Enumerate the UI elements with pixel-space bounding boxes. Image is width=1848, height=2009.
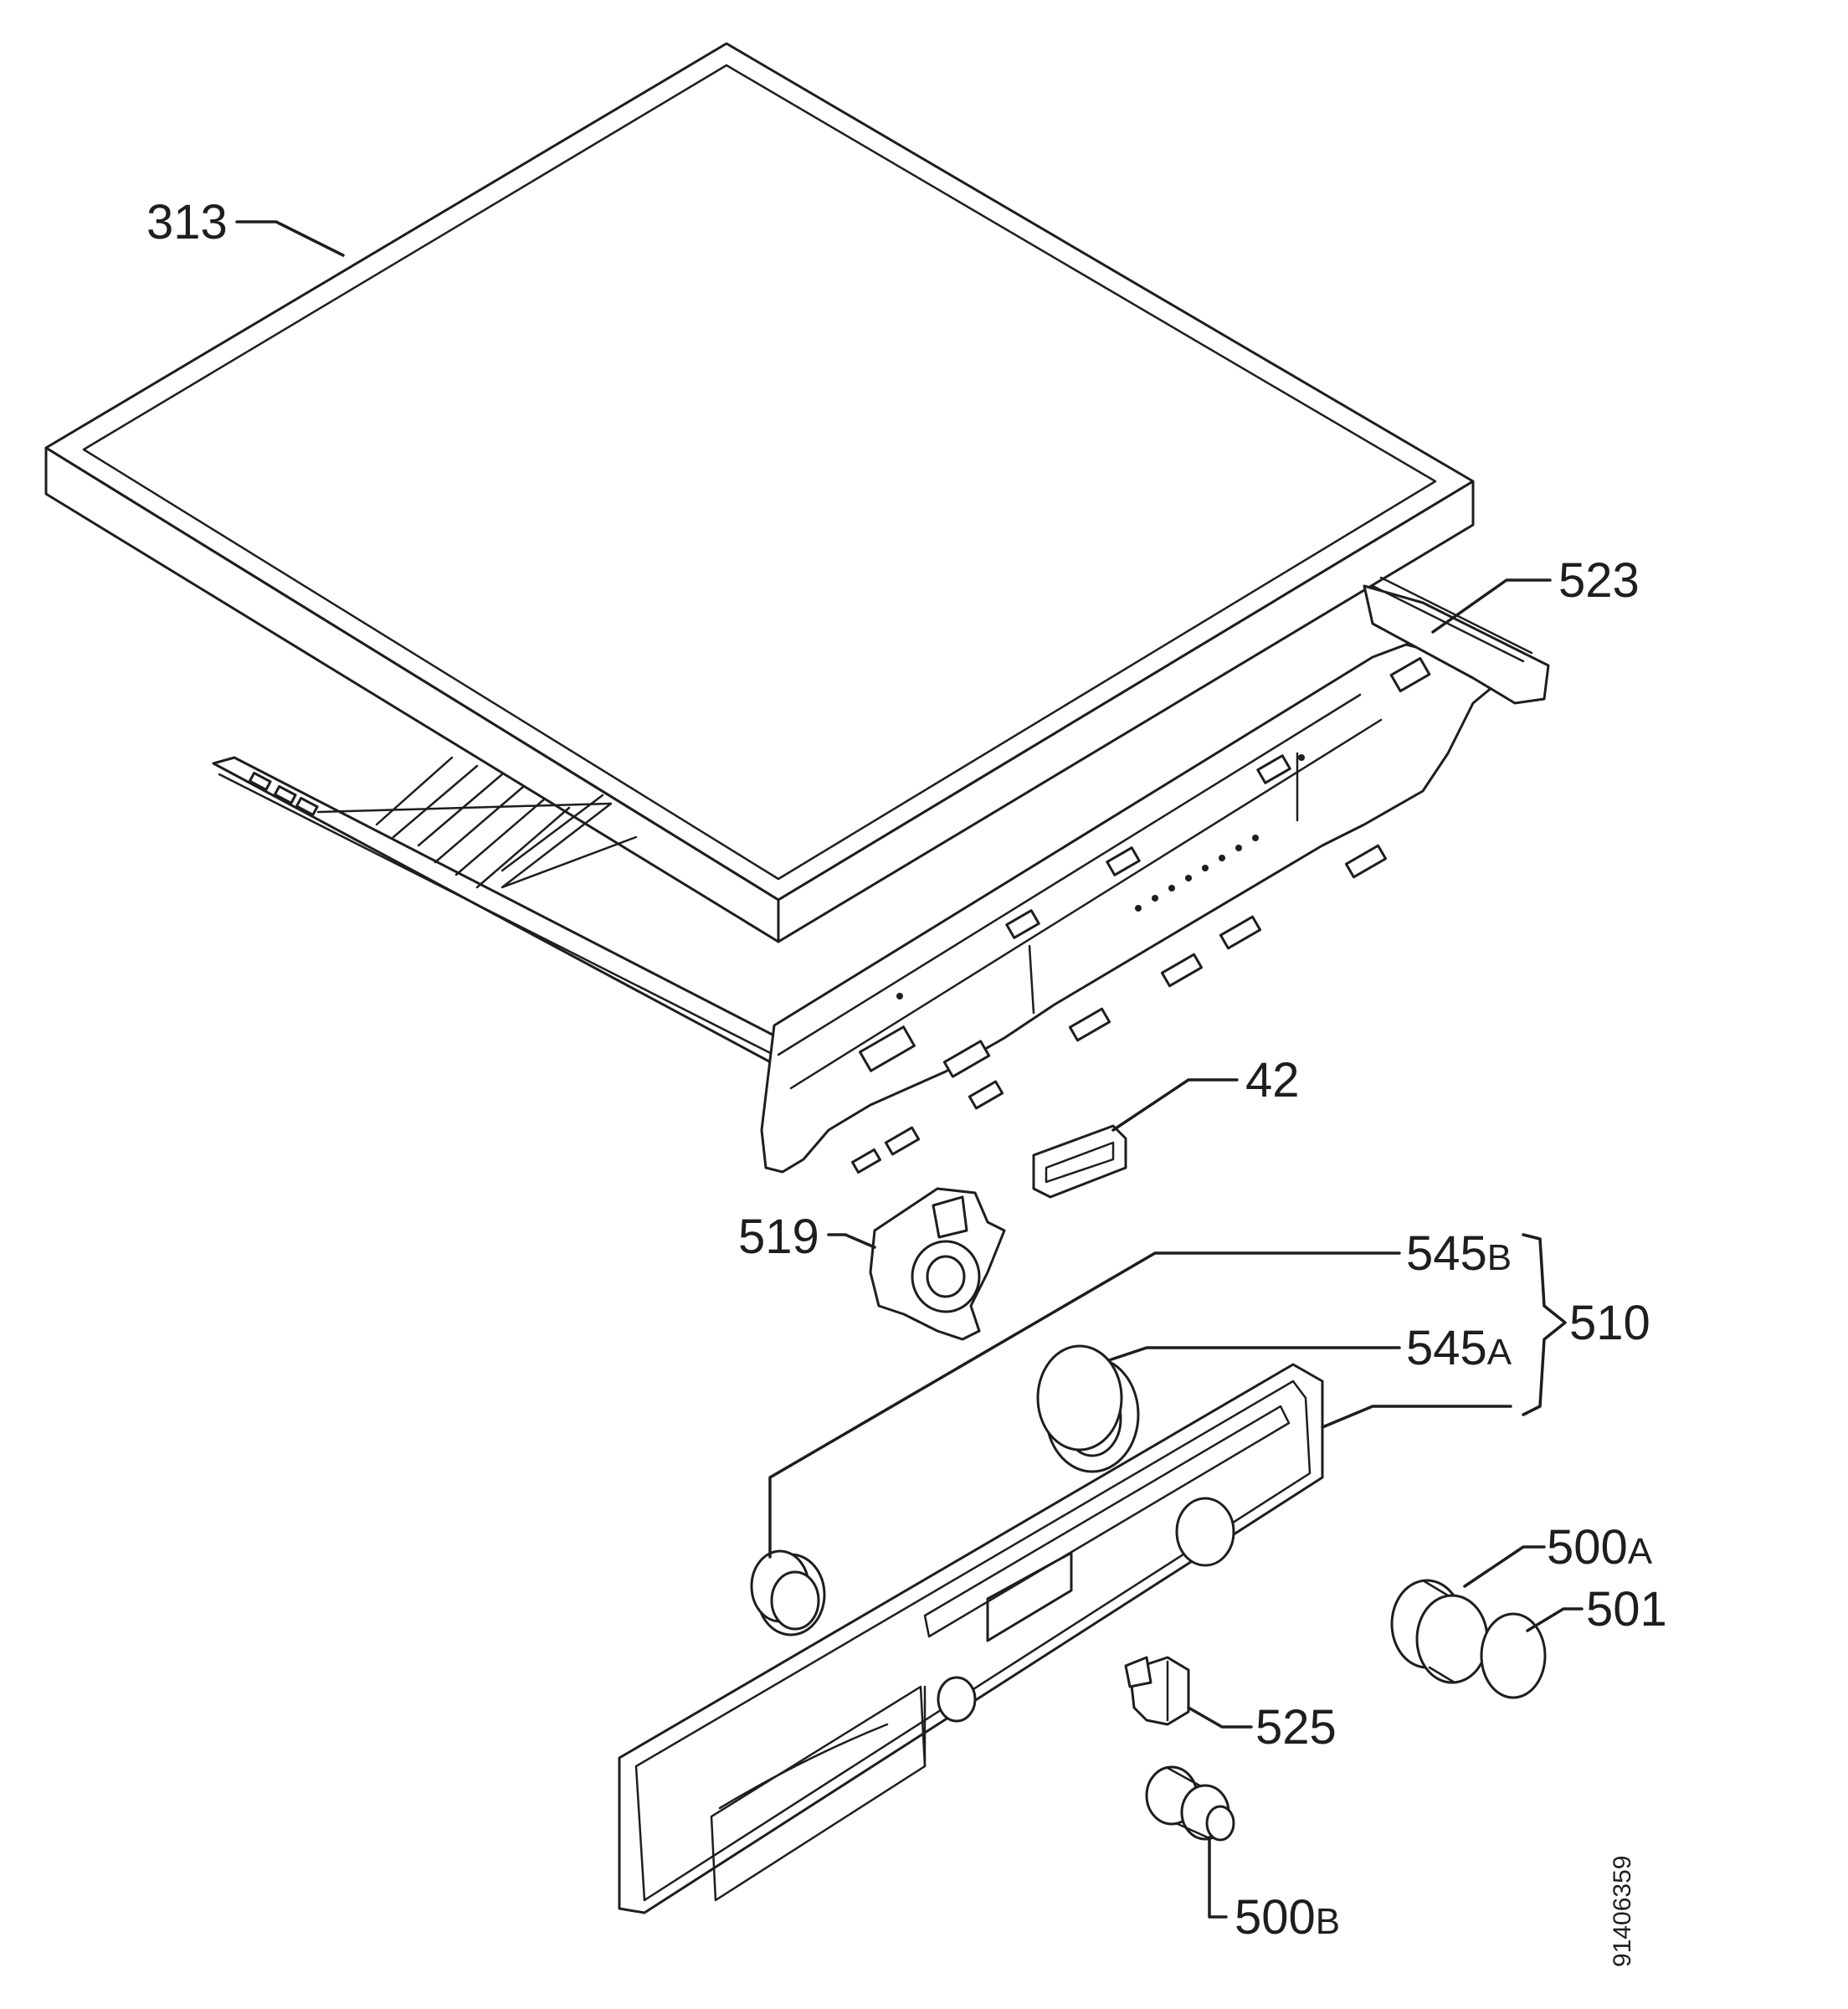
leader-lines xyxy=(235,220,1584,1919)
part-525-switch xyxy=(1124,1656,1190,1726)
part-42-clip xyxy=(1032,1124,1127,1199)
part-519-cam-holder xyxy=(869,1187,1006,1341)
part-523-panel-frame xyxy=(212,576,1550,1174)
part-510-control-panel xyxy=(618,1363,1324,1914)
leader-545b xyxy=(768,1251,1401,1559)
label-501: 501 xyxy=(1586,1582,1667,1636)
frame-holes xyxy=(896,754,1305,999)
part-labels: 313 523 42 519 545B 545A 510 500A 501 52… xyxy=(146,195,1667,1967)
label-519: 519 xyxy=(738,1210,819,1264)
label-545a: 545A xyxy=(1406,1321,1512,1375)
label-500b: 500B xyxy=(1235,1890,1340,1945)
leader-510-panel xyxy=(1321,1405,1512,1429)
leader-500b xyxy=(1208,1836,1228,1919)
label-510: 510 xyxy=(1569,1296,1650,1350)
label-500a: 500A xyxy=(1547,1520,1653,1575)
part-313-top-cover xyxy=(44,42,1475,943)
frame-ribs xyxy=(375,756,604,889)
leader-525 xyxy=(1187,1706,1253,1729)
label-523: 523 xyxy=(1558,553,1640,608)
label-545b: 545B xyxy=(1406,1226,1512,1281)
leader-500a xyxy=(1463,1545,1546,1588)
leader-519 xyxy=(827,1233,876,1249)
part-545a-knob xyxy=(1036,1344,1140,1473)
label-525: 525 xyxy=(1255,1700,1337,1755)
part-500b-knob xyxy=(1145,1765,1235,1842)
part-545b-knob xyxy=(750,1549,826,1636)
label-42: 42 xyxy=(1245,1053,1300,1107)
part-501-cap xyxy=(1480,1612,1547,1699)
leader-523 xyxy=(1431,578,1552,634)
leader-501 xyxy=(1526,1607,1584,1632)
label-313: 313 xyxy=(146,195,228,249)
leader-313 xyxy=(235,220,345,257)
leader-510-bracket xyxy=(1522,1233,1567,1416)
document-number: 91406359 xyxy=(1609,1856,1636,1967)
leader-545a xyxy=(1107,1346,1401,1362)
leader-42 xyxy=(1111,1078,1239,1132)
part-500a-knob xyxy=(1390,1579,1489,1684)
